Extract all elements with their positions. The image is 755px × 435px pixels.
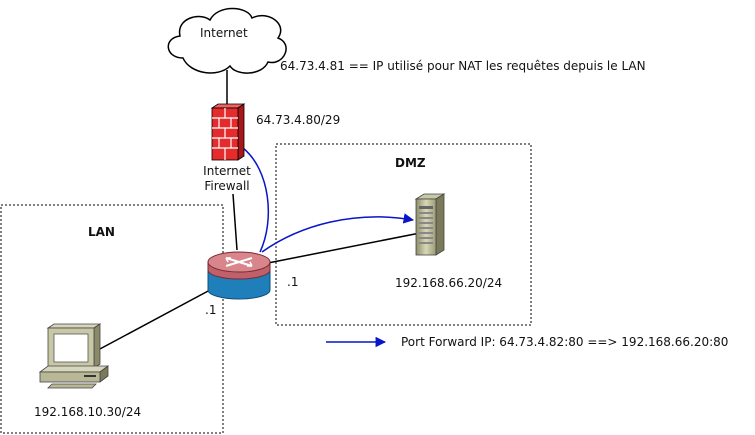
link-router-pc: [97, 289, 211, 351]
lan-title: LAN: [88, 225, 115, 239]
port-forward-arrow: [261, 213, 415, 253]
link-router-server: [267, 232, 421, 264]
firewall-label-line1: Internet: [203, 164, 251, 178]
server-icon: [414, 193, 446, 256]
dmz-router-iface: .1: [287, 275, 298, 289]
firewall-icon: [210, 103, 246, 161]
router-icon: [207, 251, 271, 300]
pc-ip: 192.168.10.30/24: [34, 405, 141, 419]
firewall-subnet: 64.73.4.80/29: [256, 113, 340, 127]
firewall-label-line2: Firewall: [204, 179, 249, 193]
lan-zone: [0, 204, 224, 434]
port-forward-path-firewall: [242, 147, 270, 253]
dmz-title: DMZ: [395, 156, 426, 170]
internet-label: Internet: [200, 26, 248, 40]
internet-cloud-icon: [167, 7, 287, 74]
pc-icon: [38, 323, 110, 389]
nat-note: 64.73.4.81 == IP utilisé pour NAT les re…: [280, 59, 646, 73]
legend-port-forward: Port Forward IP: 64.73.4.82:80 ==> 192.1…: [401, 335, 728, 349]
lan-router-iface: .1: [205, 303, 216, 317]
server-ip: 192.168.66.20/24: [395, 276, 502, 290]
dmz-zone: [275, 143, 532, 326]
link-firewall-router: [232, 193, 238, 251]
